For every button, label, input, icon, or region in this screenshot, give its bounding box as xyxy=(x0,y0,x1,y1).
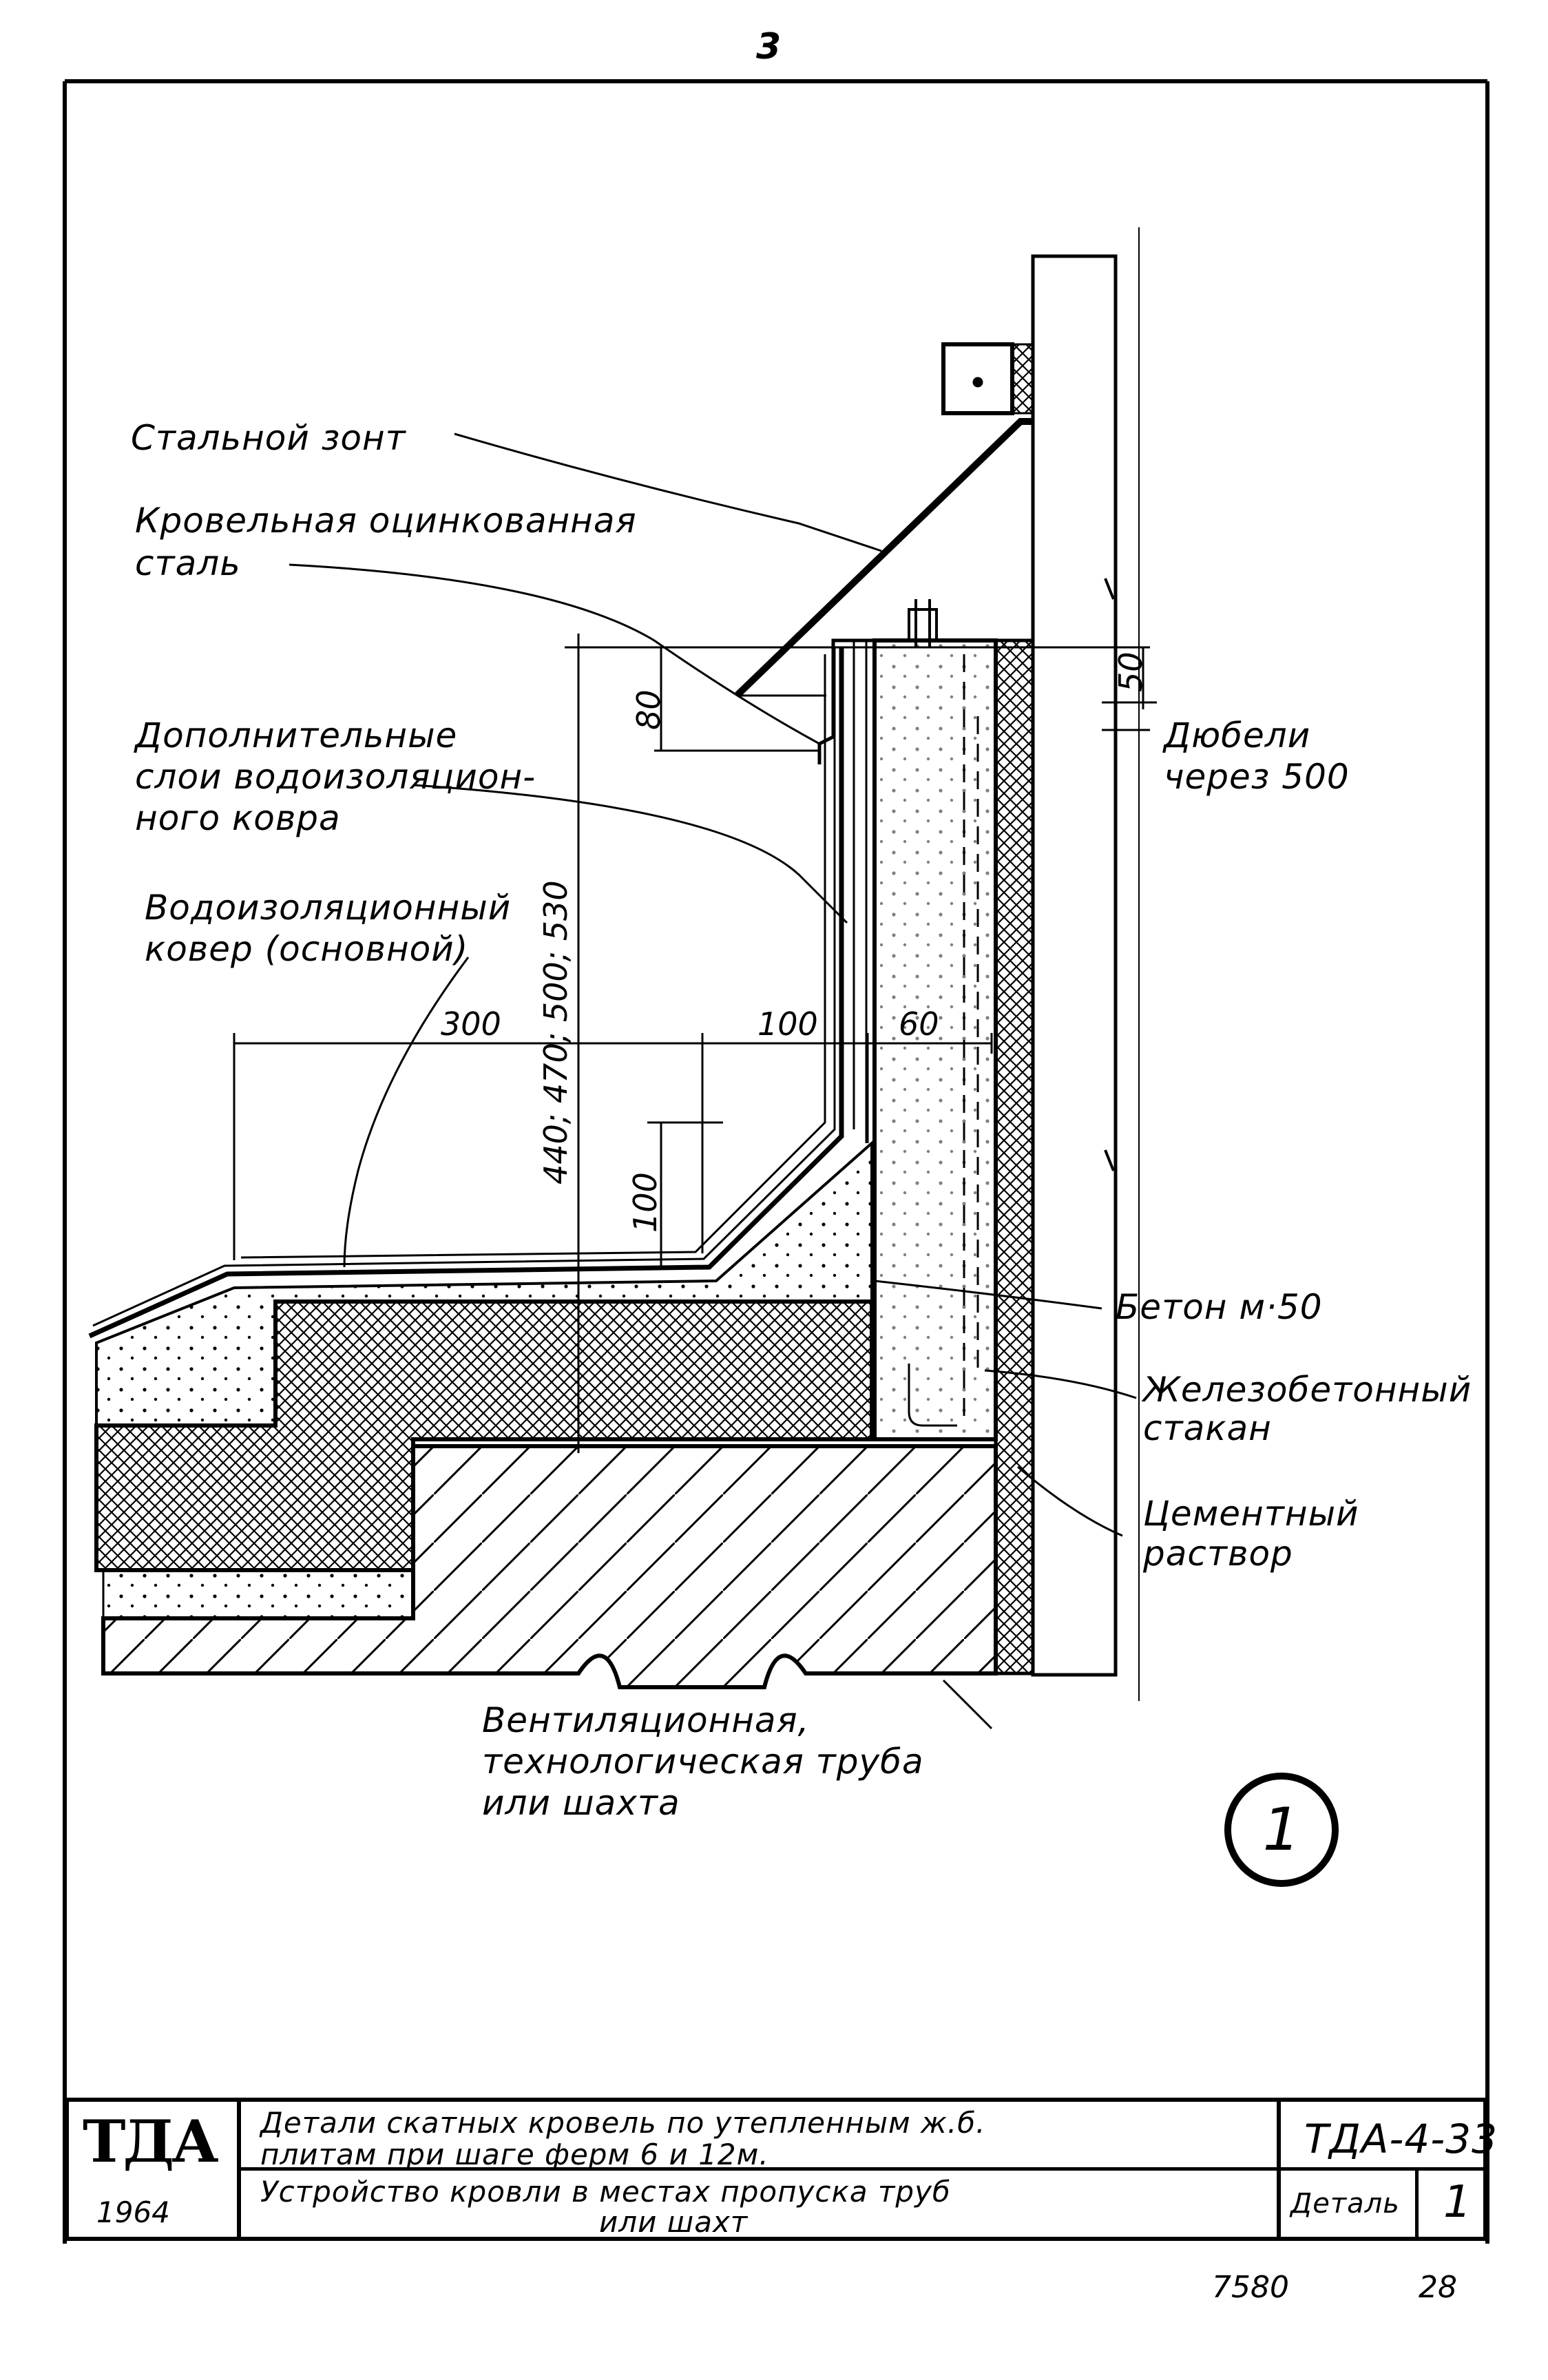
label-extra-layers-line1: Дополнительные xyxy=(135,716,458,755)
bottom-right-code: 28 xyxy=(1419,2270,1457,2305)
label-cement-mortar-line2: раствор xyxy=(1143,1534,1293,1574)
subtitle-line-2: или шахт xyxy=(599,2205,749,2239)
title-line-1: Детали скатных кровель по утепленным ж.б… xyxy=(260,2106,986,2140)
label-main-carpet-line1: Водоизоляционный xyxy=(145,888,512,928)
bottom-left-code: 7580 xyxy=(1212,2270,1289,2305)
dimension-heights: 440; 470; 500; 530 xyxy=(537,880,574,1184)
leader-lines xyxy=(289,432,1150,1730)
label-pipe-line3: или шахта xyxy=(482,1783,680,1823)
pipe-shaft xyxy=(1031,227,1140,1701)
label-rc-sleeve-line2: стакан xyxy=(1143,1408,1272,1448)
label-steel-hood: Стальной зонт xyxy=(131,418,406,458)
label-concrete: Бетон м·50 xyxy=(1116,1287,1323,1327)
detail-label: Деталь xyxy=(1290,2188,1400,2220)
code-cell: ТДА-4-33 xyxy=(1281,2102,1497,2171)
page-number: 3 xyxy=(756,26,782,67)
label-rc-sleeve-line1: Железобетонный xyxy=(1143,1370,1472,1410)
dimension-lines xyxy=(233,634,1157,1453)
title-line-2: плитам при шаге ферм 6 и 12м. xyxy=(260,2138,769,2171)
roof-slab xyxy=(101,1444,998,1689)
dimension-100-vertical: 100 xyxy=(627,1172,664,1233)
label-galvanized-steel-line2: сталь xyxy=(135,543,241,583)
dimension-300: 300 xyxy=(441,1005,501,1043)
label-cement-mortar-line1: Цементный xyxy=(1143,1494,1359,1534)
label-extra-layers-line2: слои водоизоляцион- xyxy=(135,757,536,797)
waterproofing-layers xyxy=(88,640,868,1339)
subtitle-line-1: Устройство кровли в местах пропуска труб xyxy=(260,2175,951,2209)
dimension-60: 60 xyxy=(899,1005,939,1043)
label-dowels-line2: через 500 xyxy=(1164,757,1350,797)
title-cell: Детали скатных кровель по утепленным ж.б… xyxy=(241,2102,1281,2171)
title-block: ТДА 1964 Детали скатных кровель по утепл… xyxy=(65,2098,1497,2241)
logo-cell: ТДА 1964 xyxy=(69,2102,241,2237)
sheet-frame xyxy=(63,79,1489,2244)
concrete-fill xyxy=(95,1140,873,1427)
document-code: ТДА-4-33 xyxy=(1304,2116,1498,2162)
label-pipe-line2: технологическая труба xyxy=(482,1742,924,1782)
label-dowels-line1: Дюбели xyxy=(1164,716,1311,755)
label-pipe-line1: Вентиляционная, xyxy=(482,1700,810,1740)
cement-mortar-strip xyxy=(994,638,1035,1676)
detail-marker: 1 xyxy=(1224,1773,1339,1887)
subtitle-cell: Устройство кровли в местах пропуска труб… xyxy=(241,2171,1281,2239)
detail-label-cell: Деталь xyxy=(1281,2171,1419,2237)
dimension-50: 50 xyxy=(1112,651,1149,692)
year: 1964 xyxy=(96,2195,170,2229)
detail-number: 1 xyxy=(1443,2177,1472,2228)
logo-tda: ТДА xyxy=(83,2107,219,2175)
dimension-100-horizontal: 100 xyxy=(757,1005,818,1043)
label-galvanized-steel-line1: Кровельная оцинкованная xyxy=(135,501,637,541)
label-extra-layers-line3: ного ковра xyxy=(135,798,341,838)
steel-hood xyxy=(734,342,1034,698)
detail-number-cell: 1 xyxy=(1419,2171,1483,2237)
dimension-80: 80 xyxy=(630,689,667,730)
label-main-carpet-line2: ковер (основной) xyxy=(145,929,469,969)
